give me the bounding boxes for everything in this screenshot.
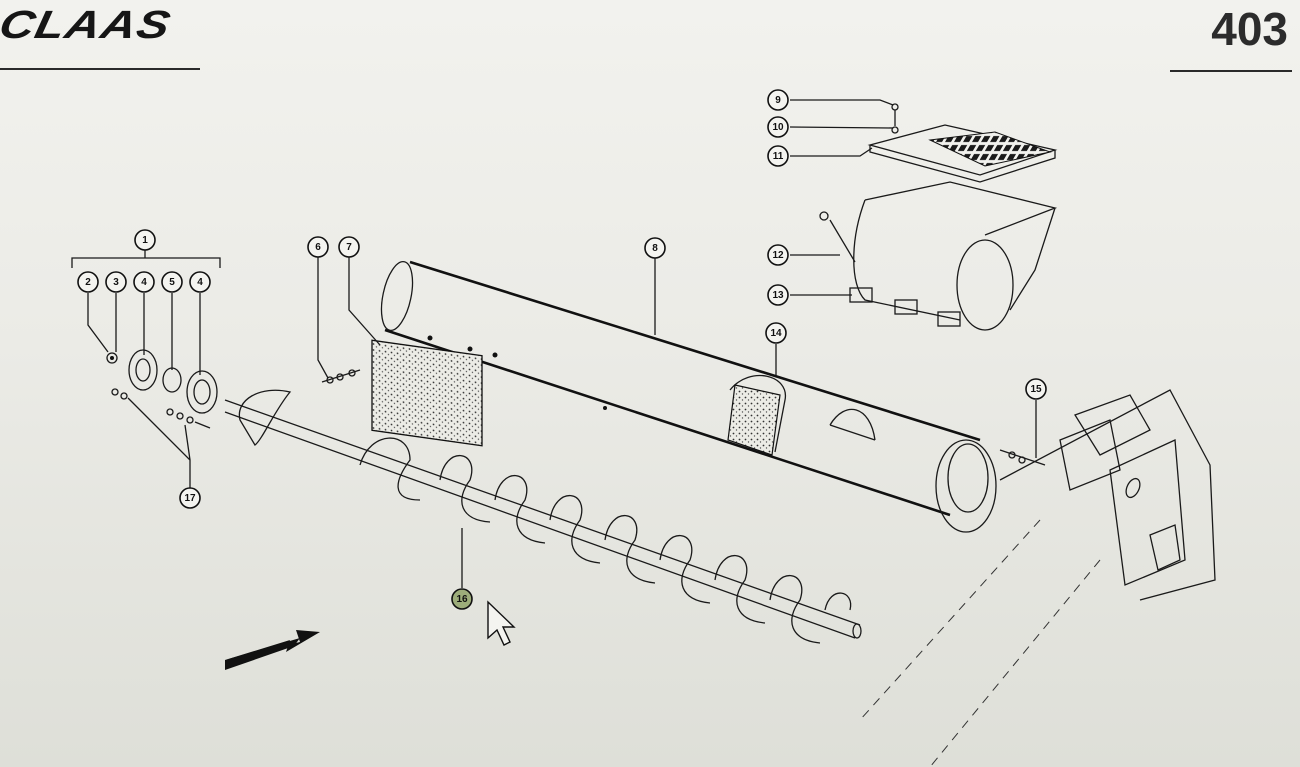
auger-tube [380,260,997,533]
direction-arrow-icon [225,630,320,670]
callout-1: 1 [134,229,156,251]
leader-lines [71,99,1037,588]
svg-text:9: 9 [775,95,781,106]
svg-text:10: 10 [772,122,784,133]
callout-3: 3 [105,271,127,293]
svg-text:7: 7 [346,242,352,253]
svg-text:8: 8 [652,243,658,254]
logo-underline [0,68,200,70]
hopper-housing [819,103,1058,331]
callout-5: 5 [161,271,183,293]
svg-text:15: 15 [1030,384,1042,395]
svg-text:1: 1 [142,235,148,246]
page-number-underline [1170,70,1292,72]
svg-text:13: 13 [772,290,784,301]
flange-plate [371,339,483,447]
svg-text:4: 4 [197,277,203,288]
callout-4: 4 [133,271,155,293]
callout-6: 6 [307,236,329,258]
bearing-assembly [106,349,1046,466]
callout-15: 15 [1025,378,1047,400]
svg-text:11: 11 [773,151,784,162]
callout-12: 12 [767,244,789,266]
callout-4: 4 [189,271,211,293]
svg-text:14: 14 [770,328,782,339]
callout-8: 8 [644,237,666,259]
svg-text:5: 5 [169,277,175,288]
callout-13: 13 [767,284,789,306]
svg-text:2: 2 [85,277,91,288]
page-number: 403 [1211,3,1288,55]
callout-7: 7 [338,236,360,258]
machine-outline [859,389,1216,767]
svg-text:4: 4 [141,277,147,288]
svg-text:6: 6 [315,242,321,253]
svg-text:12: 12 [772,250,784,261]
mouse-cursor-icon [487,600,516,646]
callout-10: 10 [767,116,789,138]
auger-screw [224,389,862,644]
svg-text:3: 3 [113,277,119,288]
callout-17: 17 [179,487,201,509]
callout-11: 11 [767,145,789,167]
callout-16: 16 [451,588,473,610]
svg-text:16: 16 [456,594,468,605]
svg-text:17: 17 [184,493,196,504]
callout-9: 9 [767,89,789,111]
callout-2: 2 [77,271,99,293]
callout-14: 14 [765,322,787,344]
